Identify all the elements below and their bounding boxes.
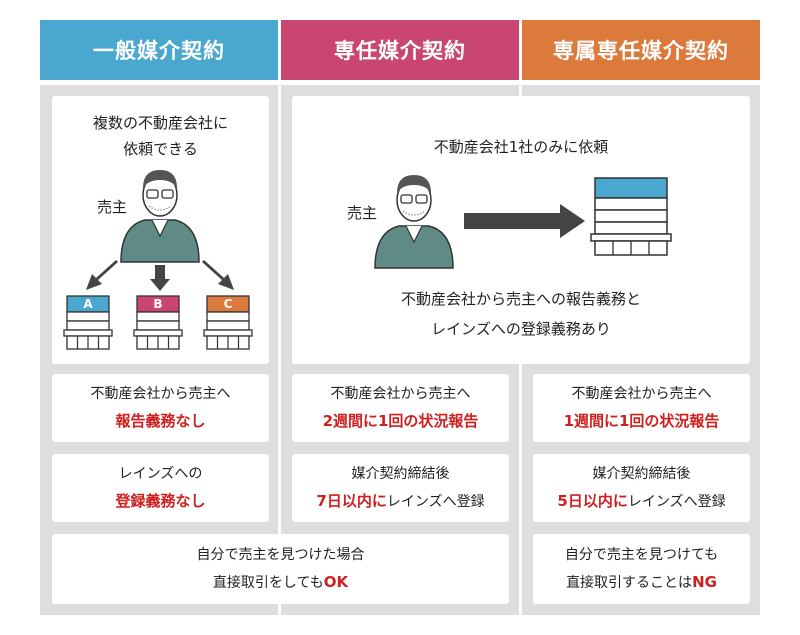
general-report-line2: 報告義務なし: [115, 412, 206, 430]
header-general: 一般媒介契約: [40, 20, 278, 80]
self-found-ok-card: 自分で売主を見つけた場合 直接取引をしてもOK: [52, 534, 509, 604]
general-report-card: 不動産会社から売主へ 報告義務なし: [52, 374, 269, 442]
company-b-label: B: [153, 297, 163, 311]
exclusive-reins-rest: レインズへ登録: [386, 493, 485, 510]
self-found-ng-line2-main: 直接取引することは: [566, 574, 693, 591]
exclusive-report-line1: 不動産会社から売主へ: [330, 386, 471, 402]
general-seller-label: 売主: [96, 198, 127, 216]
general-reins-line1: レインズへの: [118, 466, 203, 482]
dedicated-report-line1: 不動産会社から売主へ: [571, 386, 712, 402]
general-desc-line2: 依頼できる: [123, 140, 198, 158]
header-exclusive-label: 専任媒介契約: [334, 39, 466, 63]
dedicated-reins-line1: 媒介契約締結後: [592, 465, 691, 482]
general-reins-card: レインズへの 登録義務なし: [52, 454, 269, 522]
exclusive-reins-card: 媒介契約締結後 7日以内にレインズへ登録: [292, 454, 509, 522]
company-c-label: C: [223, 297, 233, 311]
exclusive-description: 不動産会社1社のみに依頼: [433, 138, 609, 156]
self-found-ok: OK: [323, 572, 349, 591]
general-report-line1: 不動産会社から売主へ: [90, 386, 231, 402]
dedicated-reins-rest: レインズへ登録: [627, 493, 726, 510]
header-exclusive-dedicated: 専属専任媒介契約: [522, 20, 760, 80]
self-found-ng-line2: 直接取引することはNG: [566, 569, 717, 597]
header-general-label: 一般媒介契約: [93, 39, 225, 63]
exclusive-illustration-card: [292, 96, 750, 364]
self-found-line2: 直接取引をしてもOK: [213, 569, 348, 597]
exclusive-reins-line2: 7日以内にレインズへ登録: [316, 488, 484, 516]
dedicated-report-card: 不動産会社から売主へ 1週間に1回の状況報告: [533, 374, 750, 442]
exclusive-reins-days: 7日以内に: [316, 491, 387, 510]
header-exclusive-dedicated-label: 専属専任媒介契約: [553, 39, 729, 63]
exclusive-reins-line1: 媒介契約締結後: [351, 465, 450, 482]
header-exclusive: 専任媒介契約: [281, 20, 519, 80]
self-found-ng: NG: [692, 572, 717, 591]
exclusive-obligation-line2: レインズへの登録義務あり: [431, 320, 611, 338]
company-a-label: A: [83, 297, 93, 311]
dedicated-reins-card: 媒介契約締結後 5日以内にレインズへ登録: [533, 454, 750, 522]
self-found-ng-card: 自分で売主を見つけても 直接取引することはNG: [533, 534, 750, 604]
self-found-ng-line1: 自分で売主を見つけても: [564, 546, 719, 563]
general-desc-line1: 複数の不動産会社に: [92, 114, 228, 132]
exclusive-seller-label: 売主: [346, 204, 377, 222]
self-found-line1: 自分で売主を見つけた場合: [196, 546, 365, 563]
general-description: 複数の不動産会社に 依頼できる: [52, 110, 269, 162]
dedicated-report-line2: 1週間に1回の状況報告: [563, 412, 720, 430]
self-found-line2-main: 直接取引をしても: [212, 574, 324, 591]
dedicated-reins-line2: 5日以内にレインズへ登録: [557, 488, 725, 516]
general-reins-line2: 登録義務なし: [115, 492, 206, 510]
exclusive-report-line2: 2週間に1回の状況報告: [322, 412, 479, 430]
exclusive-report-card: 不動産会社から売主へ 2週間に1回の状況報告: [292, 374, 509, 442]
exclusive-obligation: 不動産会社から売主への報告義務と レインズへの登録義務あり: [292, 284, 750, 344]
exclusive-obligation-line1: 不動産会社から売主への報告義務と: [400, 290, 641, 308]
dedicated-reins-days: 5日以内に: [557, 491, 628, 510]
